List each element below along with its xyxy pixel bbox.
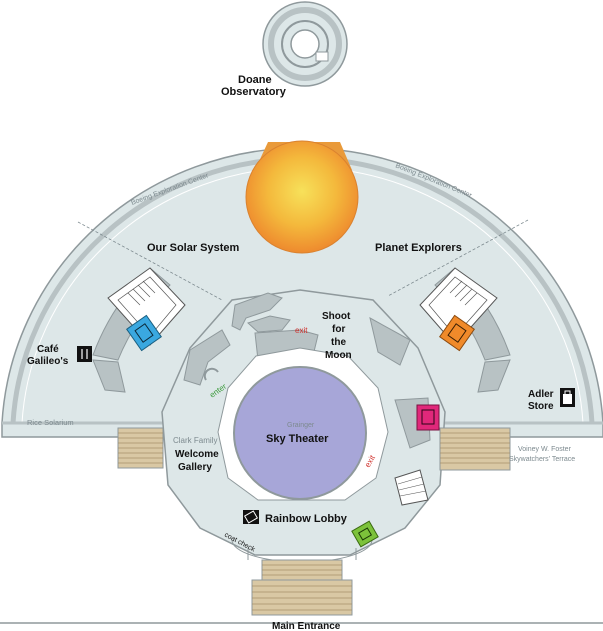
planet-explorers-label: Planet Explorers <box>375 242 462 254</box>
wall-ring-left <box>183 329 231 386</box>
wall-ring-right <box>369 317 411 366</box>
fork-knife-icon[interactable] <box>77 346 92 362</box>
shopping-bag-icon[interactable] <box>560 388 575 407</box>
elevator-icon[interactable] <box>126 314 162 352</box>
clark-label-line3: Gallery <box>178 462 212 473</box>
sky-theater[interactable] <box>233 366 367 500</box>
wall-ring-top-left <box>231 292 283 331</box>
grainger-label: Grainger <box>287 422 315 429</box>
shoot-label-line1: Shoot <box>322 311 351 322</box>
shoot-label-line4: Moon <box>325 350 352 361</box>
doane-observatory[interactable] <box>262 1 348 87</box>
sun-exhibit[interactable] <box>245 140 359 254</box>
divider-right <box>387 219 529 297</box>
observatory-label-line1: Doane <box>238 74 272 86</box>
elevator-icon[interactable] <box>439 314 475 352</box>
wall-right-lower <box>477 359 511 393</box>
terrace-label-line1: Voiney W. Foster <box>518 446 572 453</box>
clark-label-line2: Welcome <box>175 449 219 460</box>
shoot-label-line3: the <box>331 337 346 348</box>
rice-solarium-label: Rice Solarium <box>27 418 74 427</box>
sky-theater-label: Sky Theater <box>266 433 329 445</box>
elevator-icon[interactable] <box>351 520 379 548</box>
adler-store-label-line1: Adler <box>528 389 554 400</box>
main-entrance-stairs[interactable] <box>251 559 353 616</box>
stairs-southeast <box>439 427 511 471</box>
adler-store-label-line2: Store <box>528 401 554 412</box>
main-entrance-label: Main Entrance <box>272 621 341 631</box>
divider-left <box>77 221 223 301</box>
elevator-icon[interactable] <box>416 404 440 431</box>
clark-label-line1: Clark Family <box>173 436 217 445</box>
our-solar-system-label: Our Solar System <box>147 242 240 254</box>
exit-top-label: exit <box>295 326 308 335</box>
wall-ring-top <box>247 315 291 333</box>
ticket-icon[interactable] <box>243 510 259 524</box>
rainbow-lobby-label: Rainbow Lobby <box>265 513 348 525</box>
cafe-label-line2: Galileo's <box>27 356 69 367</box>
terrace-label-line2: Skywatchers' Terrace <box>509 456 575 463</box>
shoot-label-line2: for <box>332 324 345 335</box>
cafe-label-line1: Café <box>37 344 59 355</box>
observatory-label-line2: Observatory <box>221 86 287 98</box>
stairs-southwest <box>117 427 164 469</box>
stairs-lobby[interactable] <box>394 469 429 506</box>
wall-left-lower <box>92 359 126 393</box>
